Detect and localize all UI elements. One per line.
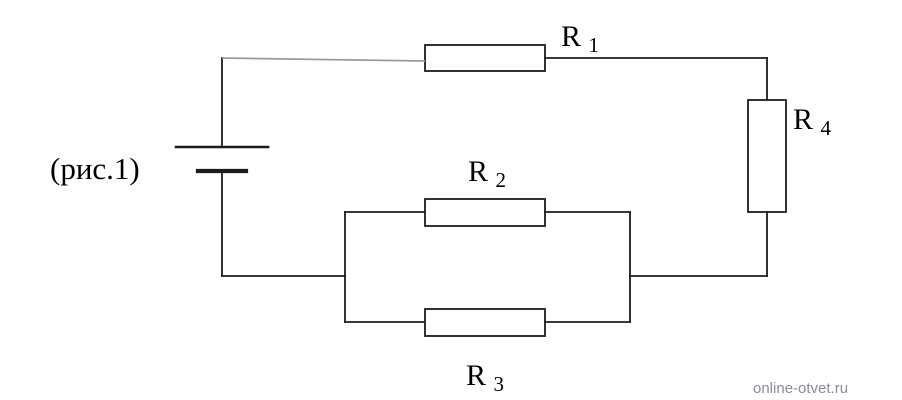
resistor-r3-label: R 3	[466, 359, 504, 396]
resistor-r3-body	[424, 308, 546, 337]
r4-letter: R	[793, 103, 813, 136]
wire-group	[174, 44, 787, 337]
resistor-r2-label: R 2	[468, 155, 506, 192]
resistor-r1-body	[424, 44, 546, 72]
resistor-r2-body	[424, 198, 546, 227]
r1-letter: R	[561, 20, 581, 53]
resistor-r1-label: R 1	[561, 20, 599, 57]
r4-subscript: 4	[821, 116, 832, 140]
resistor-r4-body	[747, 99, 787, 213]
r2-subscript: 2	[496, 168, 507, 192]
resistor-r4-label: R 4	[793, 103, 832, 140]
wire-top-left-faint	[221, 57, 426, 62]
r2-letter: R	[468, 155, 488, 188]
r3-subscript: 3	[494, 372, 505, 396]
r3-letter: R	[466, 359, 486, 392]
r1-subscript: 1	[589, 33, 600, 57]
figure-caption: (рис.1)	[50, 151, 140, 186]
site-watermark: online-otvet.ru	[753, 380, 848, 397]
label-group: (рис.1) R 1 R 4 R 2 R 3	[50, 20, 832, 396]
